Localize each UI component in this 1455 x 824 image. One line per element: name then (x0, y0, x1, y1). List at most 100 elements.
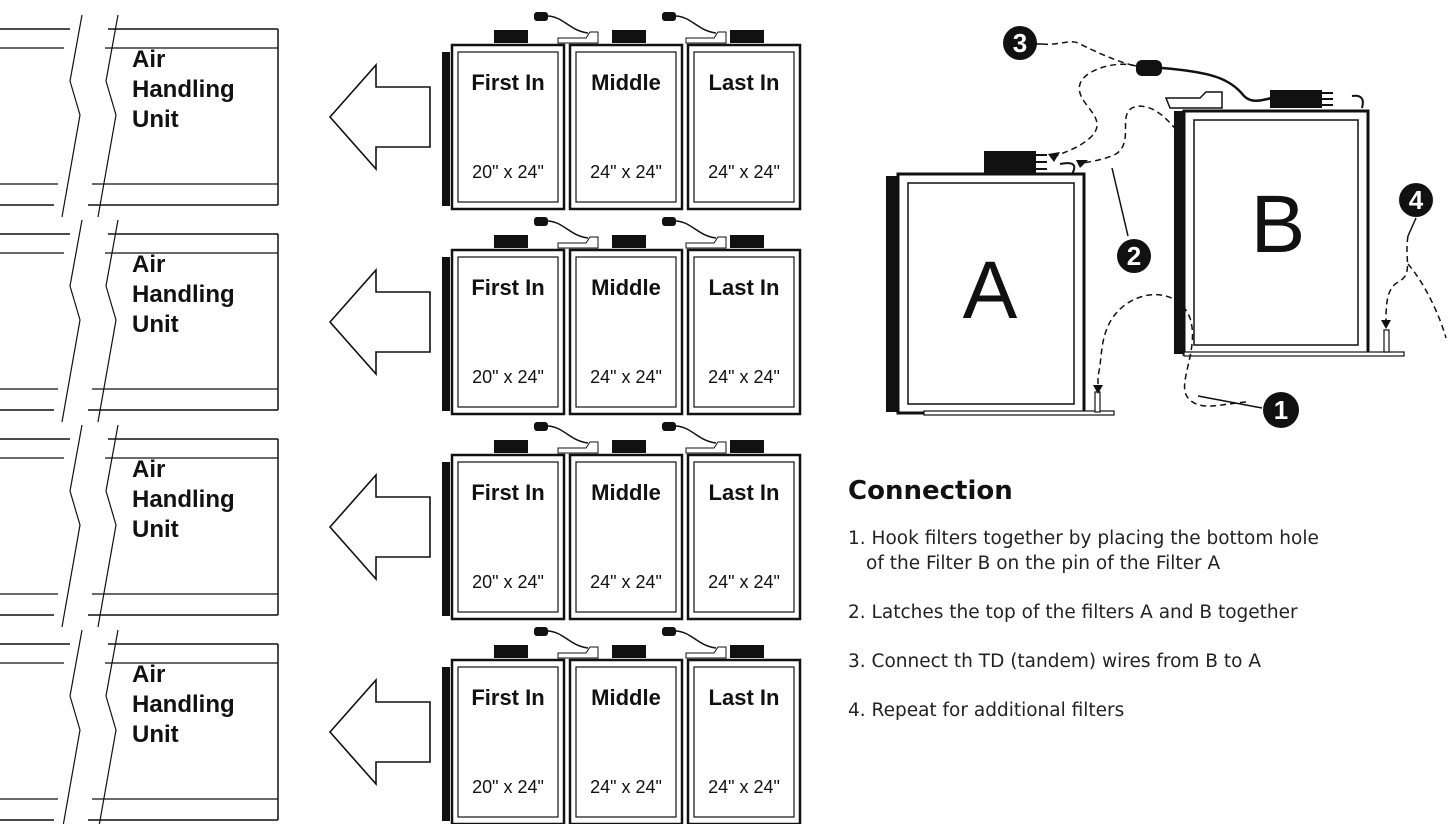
airflow-arrow (328, 267, 431, 377)
td-plug (662, 217, 676, 226)
latch (685, 31, 727, 44)
connection-detail-drawing: B A (886, 41, 1447, 416)
filter-unit: Last In 24" x 24" (686, 235, 802, 416)
td-box (730, 235, 764, 248)
ahu-label-line: Unit (132, 516, 179, 543)
step-number: 4. (848, 700, 866, 721)
latch (685, 441, 727, 454)
filter-position-label: Middle (591, 70, 661, 95)
latch (685, 236, 727, 249)
td-box (494, 235, 528, 248)
td-box (730, 30, 764, 43)
td-plug (662, 422, 676, 431)
filter-size-label: 24" x 24" (590, 777, 662, 797)
filter-size-label: 20" x 24" (472, 572, 544, 592)
td-box (612, 645, 646, 658)
filter-size-label: 24" x 24" (590, 367, 662, 387)
connection-steps: 1. Hook filters together by placing the … (848, 526, 1448, 723)
filter-a-td-box (984, 151, 1036, 173)
filter-position-label: Last In (709, 685, 780, 710)
filter-unit: Last In 24" x 24" (686, 440, 802, 621)
td-wire (547, 220, 589, 239)
ahu-label-line: Air (132, 661, 165, 688)
ahu-label-line: Handling (132, 691, 235, 718)
guide-arrowheads (1048, 152, 1391, 394)
airflow-arrow (328, 677, 431, 787)
ahu-label-line: Handling (132, 76, 235, 103)
ahu-label-line: Air (132, 46, 165, 73)
filter-size-label: 24" x 24" (708, 572, 780, 592)
filter-a-pin (1094, 391, 1101, 413)
td-box (730, 440, 764, 453)
latch (685, 646, 727, 659)
td-plug (534, 422, 548, 431)
td-plug (534, 217, 548, 226)
td-plug (534, 12, 548, 21)
step-number: 3. (848, 651, 866, 672)
td-wire (547, 15, 589, 34)
filter-b-label: B (1251, 179, 1306, 270)
filter-size-label: 20" x 24" (472, 162, 544, 182)
step-1: 1. Hook filters together by placing the … (848, 526, 1448, 576)
filter-position-label: First In (471, 70, 544, 95)
step-text-continued: of the Filter B on the pin of the Filter… (866, 553, 1221, 574)
td-wire (675, 425, 717, 444)
filter-a-hook (1059, 162, 1076, 175)
td-plug (662, 627, 676, 636)
filter-b-latch (1164, 91, 1223, 109)
filter-size-label: 24" x 24" (708, 367, 780, 387)
filter-size-label: 24" x 24" (590, 572, 662, 592)
step-3: 3. Connect th TD (tandem) wires from B t… (848, 649, 1448, 674)
latch (557, 236, 599, 249)
filter-unit: First In 20" x 24" (450, 645, 566, 824)
filter-position-label: Last In (709, 275, 780, 300)
callout-leaders (1036, 43, 1417, 409)
latch (557, 646, 599, 659)
td-box (612, 30, 646, 43)
td-plug (534, 627, 548, 636)
filter-size-label: 20" x 24" (472, 777, 544, 797)
td-box (612, 440, 646, 453)
ahu-label-line: Unit (132, 106, 179, 133)
filter-a: A (886, 151, 1115, 416)
filter-position-label: First In (471, 685, 544, 710)
td-wire (1161, 66, 1273, 102)
latch (557, 31, 599, 44)
step-text: Connect th TD (tandem) wires from B to A (871, 651, 1261, 672)
filter-b: B (1136, 60, 1405, 357)
filter-position-label: Last In (709, 70, 780, 95)
td-box (494, 30, 528, 43)
filter-position-label: First In (471, 275, 544, 300)
td-wire (675, 15, 717, 34)
filter-size-label: 24" x 24" (708, 162, 780, 182)
ahu-label-line: Air (132, 456, 165, 483)
connection-title: Connection (848, 476, 1013, 506)
td-box (612, 235, 646, 248)
ahu-label-line: Unit (132, 311, 179, 338)
filter-a-label: A (963, 245, 1018, 336)
step-2: 2. Latches the top of the filters A and … (848, 600, 1448, 625)
step-number: 1. (848, 528, 866, 549)
td-plug (662, 12, 676, 21)
td-wire (547, 425, 589, 444)
filter-b-hook (1351, 94, 1364, 109)
airflow-arrow (328, 62, 431, 172)
guide-paths (1041, 41, 1447, 407)
filter-position-label: Last In (709, 480, 780, 505)
step-4: 4. Repeat for additional filters (848, 698, 1448, 723)
